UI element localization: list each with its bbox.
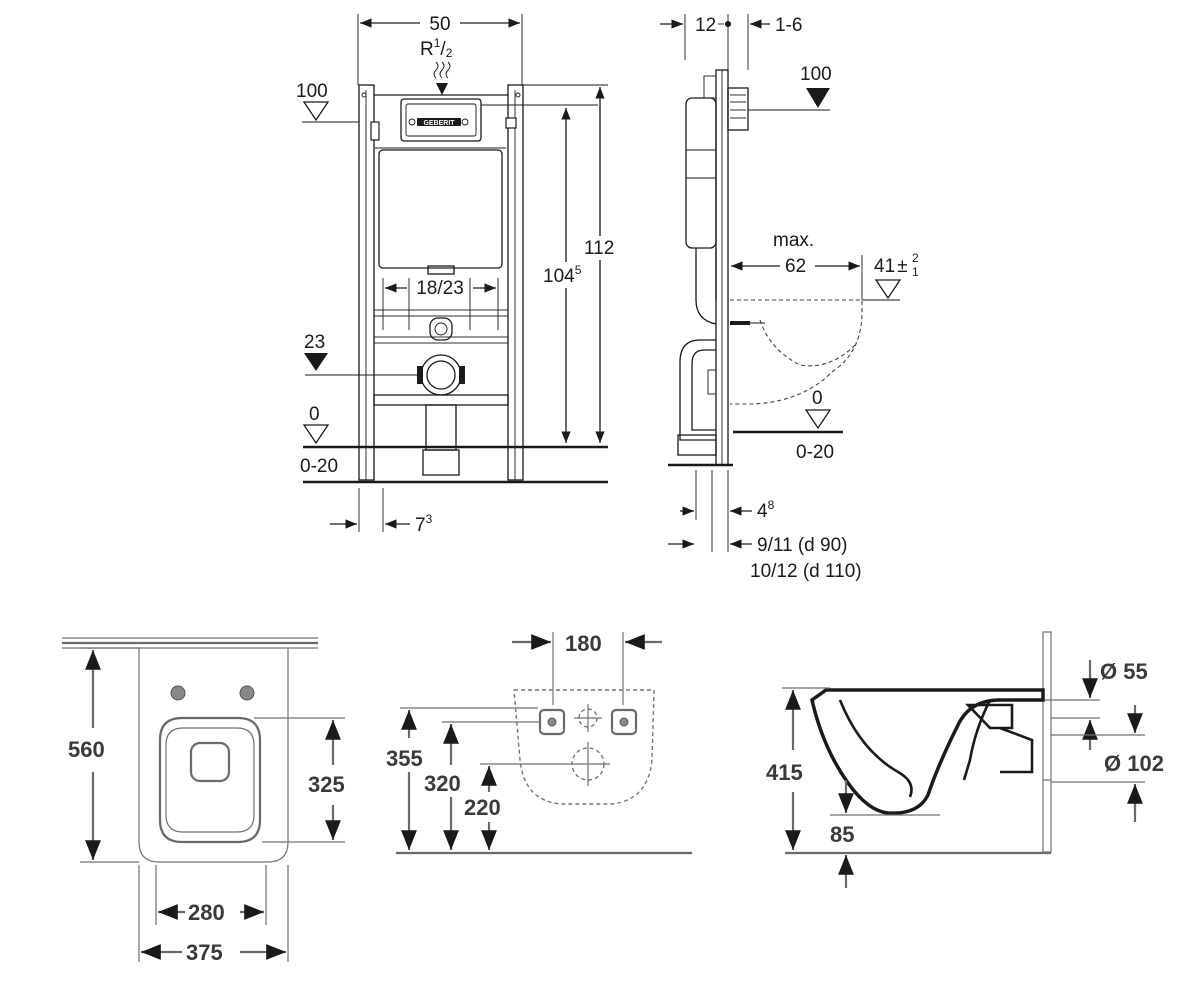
bowl-length-560: 560 (68, 737, 105, 762)
bowl-side-view: 415 85 Ø 55 Ø 102 (766, 631, 1164, 888)
frame-width-label: 50 (429, 14, 450, 35)
seat-length-325: 325 (308, 772, 345, 797)
side-pipe-d90: 9/11 (d 90) (757, 535, 847, 556)
front-floor-range: 0-20 (300, 456, 338, 477)
front-leg-offset: 73 (415, 512, 433, 536)
side-level-0: 0 (812, 388, 823, 409)
side-level-41: 41± (874, 256, 908, 277)
side-depth-1-6: 1-6 (775, 15, 802, 36)
bowl-width-375: 375 (186, 940, 223, 965)
back-height-220: 220 (464, 795, 501, 820)
front-level-0: 0 (309, 404, 320, 425)
tolerance-plus: 2 (912, 251, 919, 265)
front-level-23: 23 (304, 332, 325, 353)
bolt-spacing-180: 180 (565, 631, 602, 656)
side-depth-12: 12 (695, 15, 716, 36)
frame-side-view: 12 1-6 100 max. (660, 14, 919, 582)
flush-pipe-label: 18/23 (416, 278, 464, 299)
inlet-diameter: Ø 55 (1100, 659, 1148, 684)
side-max-label: max. (773, 230, 814, 251)
back-height-355: 355 (386, 746, 423, 771)
side-floor-range: 0-20 (796, 442, 834, 463)
bowl-height-415: 415 (766, 760, 803, 785)
seat-width-280: 280 (188, 900, 225, 925)
front-height-112: 112 (584, 238, 614, 259)
side-level-100: 100 (800, 64, 832, 85)
bowl-top-view: 560 325 280 375 (62, 637, 345, 965)
side-offset-4: 48 (757, 498, 775, 522)
front-level-100: 100 (296, 81, 328, 102)
front-height-104: 1045 (543, 263, 582, 287)
bowl-back-view: 180 355 320 220 (386, 631, 692, 855)
brand-logo: GEBERIT (423, 120, 455, 127)
arrow-down-icon (436, 83, 448, 95)
side-max-62: 62 (785, 256, 806, 277)
side-pipe-d110: 10/12 (d 110) (750, 561, 862, 582)
supply-label: R1/2 (420, 36, 453, 60)
outlet-diameter: Ø 102 (1104, 751, 1164, 776)
tolerance-minus: 1 (912, 265, 919, 279)
outlet-height-85: 85 (830, 822, 854, 847)
back-height-320: 320 (424, 771, 461, 796)
frame-front-view: 50 R1/2 GEBERIT 18/23 (296, 14, 622, 536)
